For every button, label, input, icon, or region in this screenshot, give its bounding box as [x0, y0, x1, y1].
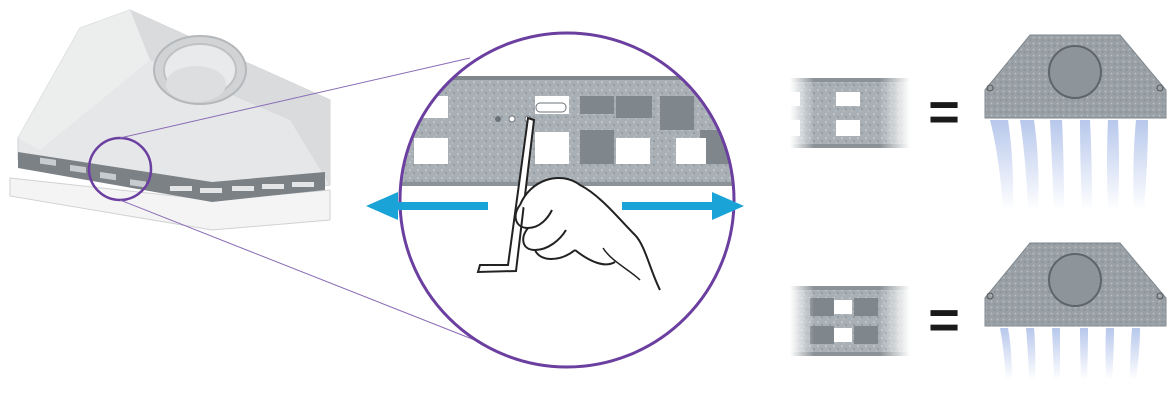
diffuser-low-airflow: [985, 243, 1166, 380]
equals-symbol-top: =: [928, 82, 960, 142]
svg-text:=: =: [928, 82, 960, 142]
damper-closed-swatch: [790, 286, 910, 356]
magnified-damper-plate: [390, 33, 750, 367]
ceiling-diffuser-plenum: [10, 10, 330, 230]
equals-symbol-bottom: =: [928, 290, 960, 350]
damper-open-swatch: [790, 78, 910, 148]
airflow-jets-low: [1000, 328, 1140, 380]
duct-collar: [154, 36, 246, 104]
diffuser-high-airflow: [985, 35, 1166, 210]
airflow-jets-high: [990, 120, 1148, 210]
svg-text:=: =: [928, 290, 960, 350]
